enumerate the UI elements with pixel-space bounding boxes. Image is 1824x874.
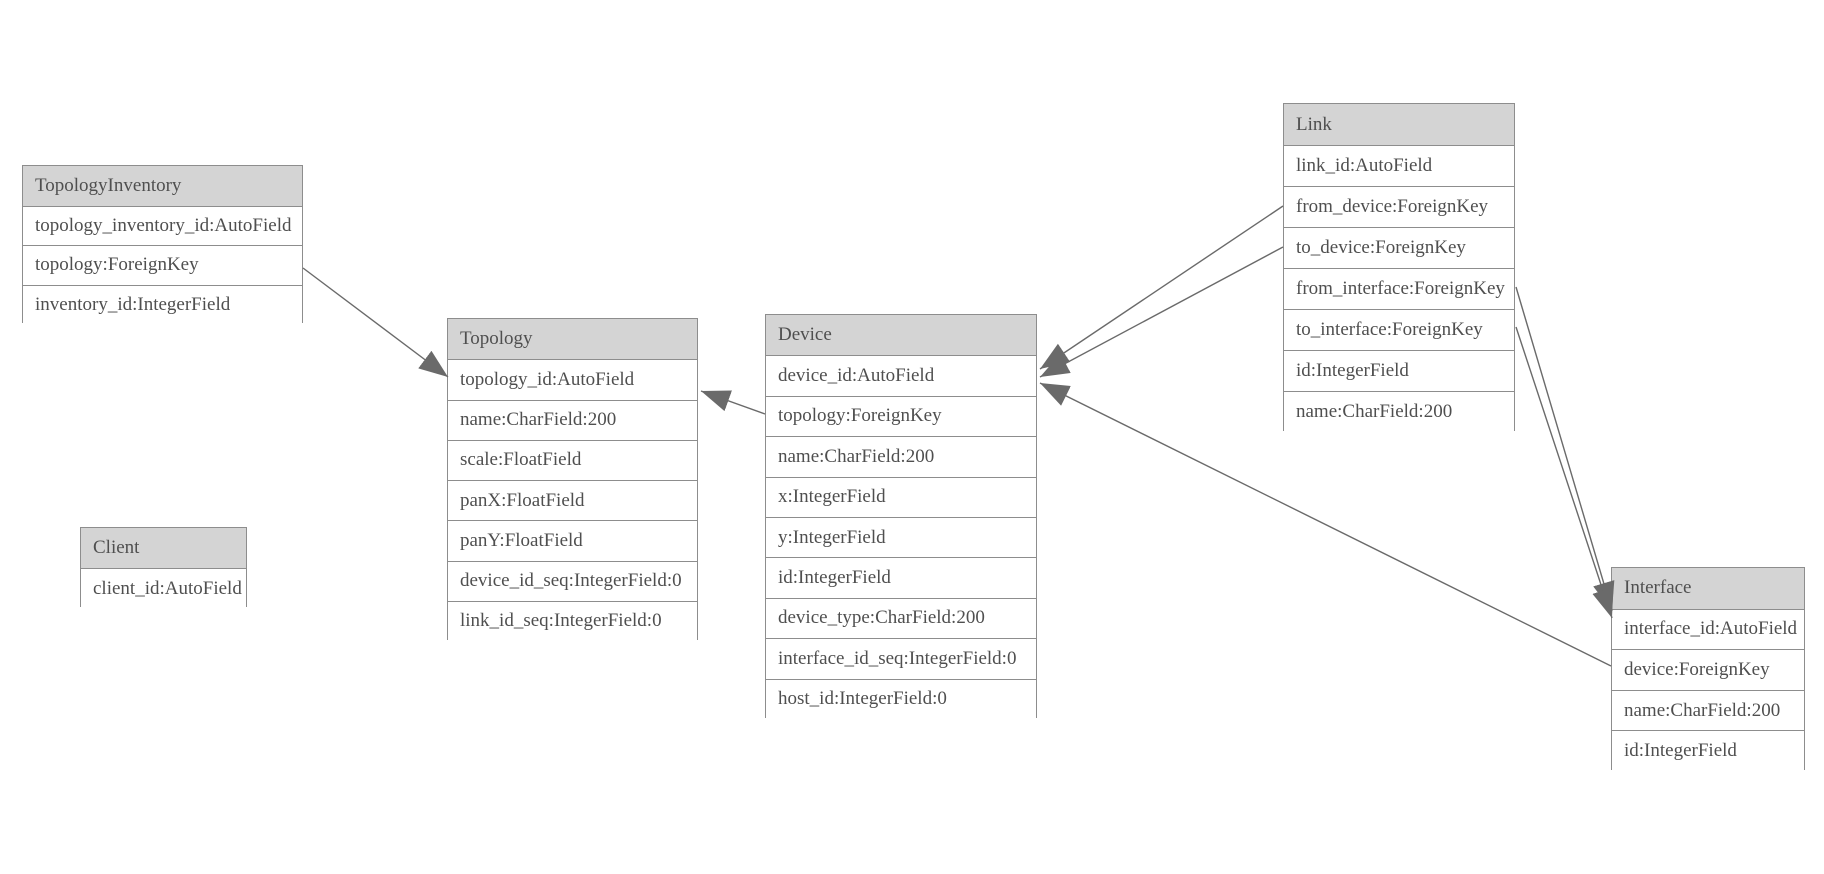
field-row-device-id: id:IntegerField [766,557,1036,598]
field-label: device:ForeignKey [1624,658,1770,680]
field-label: scale:FloatField [460,449,582,471]
entity-header-interface: Interface [1612,568,1804,609]
field-label: topology:ForeignKey [778,405,942,427]
entity-title: Device [778,324,832,346]
field-row-device-name: name:CharField:200 [766,436,1036,477]
field-label: name:CharField:200 [778,445,935,467]
field-row-interface-name: name:CharField:200 [1612,689,1804,731]
field-row-topology-device-id-seq: device_id_seq:IntegerField:0 [448,560,697,601]
entity-device: Device device_id:AutoField topology:Foreig… [765,314,1037,719]
entity-topologyinventory: TopologyInventory topology_inventory_id:A… [22,165,303,324]
field-row-topologyinventory-inventory-id: inventory_id:IntegerField [23,284,302,324]
entity-header-link: Link [1284,104,1514,145]
field-label: name:CharField:200 [1296,401,1453,422]
field-row-device-interface-id-seq: interface_id_seq:IntegerField:0 [766,638,1036,679]
field-row-device-device-id: device_id:AutoField [766,355,1036,396]
field-label: host_id:IntegerField:0 [778,688,947,710]
entity-header-topologyinventory: TopologyInventory [23,166,302,206]
field-row-interface-device: device:ForeignKey [1612,649,1804,690]
field-row-topology-name: name:CharField:200 [448,399,697,440]
field-label: interface_id_seq:IntegerField:0 [778,647,1017,669]
field-label: interface_id:AutoField [1624,618,1798,640]
field-row-link-to-interface: to_interface:ForeignKey [1284,309,1514,350]
field-label: topology_inventory_id:AutoField [35,214,292,236]
field-row-topology-panx: panX:FloatField [448,480,697,521]
field-label: link_id_seq:IntegerField:0 [460,610,662,632]
field-row-topology-topology-id: topology_id:AutoField [448,359,697,400]
field-label: id:IntegerField [778,567,891,589]
field-row-link-name: name:CharField:200 [1284,391,1514,432]
field-label: y:IntegerField [778,526,886,548]
field-row-device-host-id: host_id:IntegerField:0 [766,678,1036,719]
entity-client: Client client_id:AutoField [80,527,247,608]
field-label: link_id:AutoField [1296,155,1433,176]
field-label: device_type:CharField:200 [778,607,985,629]
field-row-link-from-device: from_device:ForeignKey [1284,186,1514,227]
field-row-link-from-interface: from_interface:ForeignKey [1284,268,1514,309]
field-label: id:IntegerField [1624,740,1737,762]
field-label: topology_id:AutoField [460,368,635,390]
field-label: name:CharField:200 [1624,699,1781,721]
entity-topology: Topology topology_id:AutoField name:CharFi… [447,318,698,641]
entity-interface: Interface interface_id:AutoField device:Fo… [1611,567,1805,771]
entity-title: Topology [460,328,533,350]
field-row-topology-scale: scale:FloatField [448,439,697,480]
entity-title: Link [1296,113,1332,135]
entity-header-topology: Topology [448,319,697,360]
field-label: x:IntegerField [778,486,886,508]
field-label: topology:ForeignKey [35,254,199,276]
field-label: from_device:ForeignKey [1296,196,1489,217]
field-label: id:IntegerField [1296,360,1409,381]
field-label: to_interface:ForeignKey [1296,319,1483,340]
entity-header-device: Device [766,315,1036,356]
field-row-link-id: id:IntegerField [1284,350,1514,391]
field-label: inventory_id:IntegerField [35,293,231,315]
field-label: name:CharField:200 [460,409,617,431]
field-label: panY:FloatField [460,529,583,551]
field-row-topology-pany: panY:FloatField [448,520,697,561]
field-label: device_id:AutoField [778,365,935,387]
field-label: panX:FloatField [460,489,585,511]
field-row-device-x: x:IntegerField [766,476,1036,517]
field-row-client-client-id: client_id:AutoField [81,568,246,608]
field-label: client_id:AutoField [93,577,242,599]
field-row-device-topology: topology:ForeignKey [766,395,1036,437]
field-row-topologyinventory-topology: topology:ForeignKey [23,245,302,285]
field-row-topologyinventory-topology-inventory-id: topology_inventory_id:AutoField [23,205,302,245]
field-row-interface-interface-id: interface_id:AutoField [1612,608,1804,650]
field-row-device-y: y:IntegerField [766,516,1036,558]
entity-title: Interface [1624,577,1692,599]
entity-header-client: Client [81,528,246,568]
field-label: device_id_seq:IntegerField:0 [460,570,682,592]
entity-title: Client [93,537,140,558]
field-label: to_device:ForeignKey [1296,237,1466,258]
field-row-device-device-type: device_type:CharField:200 [766,597,1036,639]
field-row-link-link-id: link_id:AutoField [1284,145,1514,186]
entity-title: TopologyInventory [35,174,182,196]
field-label: from_interface:ForeignKey [1296,278,1505,299]
field-row-interface-id: id:IntegerField [1612,730,1804,771]
field-row-link-to-device: to_device:ForeignKey [1284,227,1514,268]
field-row-topology-link-id-seq: link_id_seq:IntegerField:0 [448,600,697,641]
entity-link: Link link_id:AutoField from_device:Foreign… [1283,103,1515,432]
